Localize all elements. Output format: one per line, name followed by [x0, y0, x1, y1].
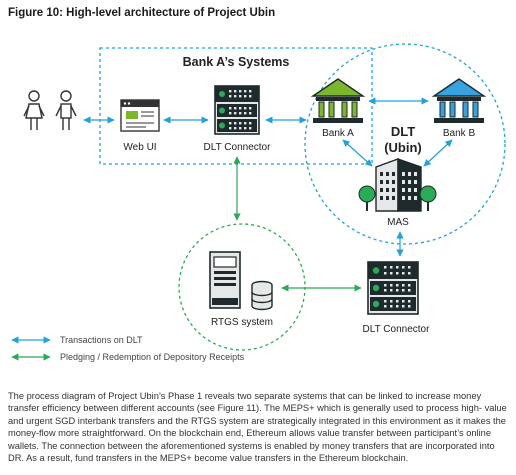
mas-building-icon — [375, 158, 422, 212]
web-ui-label: Web UI — [123, 142, 156, 153]
dlt-ubin-boundary — [304, 43, 506, 245]
description-line: The process diagram of Project Ubin’s Ph… — [8, 391, 482, 401]
users-icon — [23, 90, 77, 130]
web-ui-icon — [120, 99, 160, 132]
bank-b-icon — [431, 78, 487, 123]
dlt-transaction-arrows — [83, 97, 453, 257]
rtgs-label: RTGS system — [211, 317, 273, 328]
description-paragraph: The process diagram of Project Ubin’s Ph… — [8, 390, 508, 464]
pledging-arrows — [233, 156, 362, 292]
legend-transactions: Transactions on DLT — [60, 335, 143, 345]
rtgs-system-icon — [209, 251, 273, 311]
description-line: participant’s online wallets. The connec… — [8, 428, 492, 451]
dlt-connector-top-label: DLT Connector — [204, 142, 272, 153]
bank-b-label: Bank B — [443, 128, 476, 139]
dlt-connector-bottom-label: DLT Connector — [363, 324, 431, 335]
mas-label: MAS — [387, 217, 409, 228]
dlt-connector-bottom-icon — [367, 261, 419, 315]
bank-a-icon — [310, 78, 366, 123]
figure-title: Figure 10: High-level architecture of Pr… — [8, 7, 276, 19]
dlt-connector-top-icon — [214, 85, 260, 135]
description-line: value and urgent SGD interbank transfers… — [8, 403, 507, 426]
description-line: are incorporated into DR. As a result, f… — [8, 440, 495, 464]
tree-icon — [358, 185, 437, 211]
banks-systems-title: Bank A’s Systems — [183, 55, 290, 69]
architecture-diagram: Bank A’s Systems Web UI — [11, 43, 506, 362]
description-line: it makes the money-flow more straightfor… — [8, 415, 506, 439]
rtgs-boundary — [178, 223, 306, 351]
legend: Transactions on DLT Pledging / Redemptio… — [11, 335, 245, 362]
dlt-title: DLT — [391, 124, 415, 139]
ubin-title: (Ubin) — [384, 140, 422, 155]
legend-pledging: Pledging / Redemption of Depository Rece… — [60, 352, 245, 362]
bank-a-label: Bank A — [322, 128, 354, 139]
description-line: transfer efficiency between different ac… — [8, 403, 482, 414]
